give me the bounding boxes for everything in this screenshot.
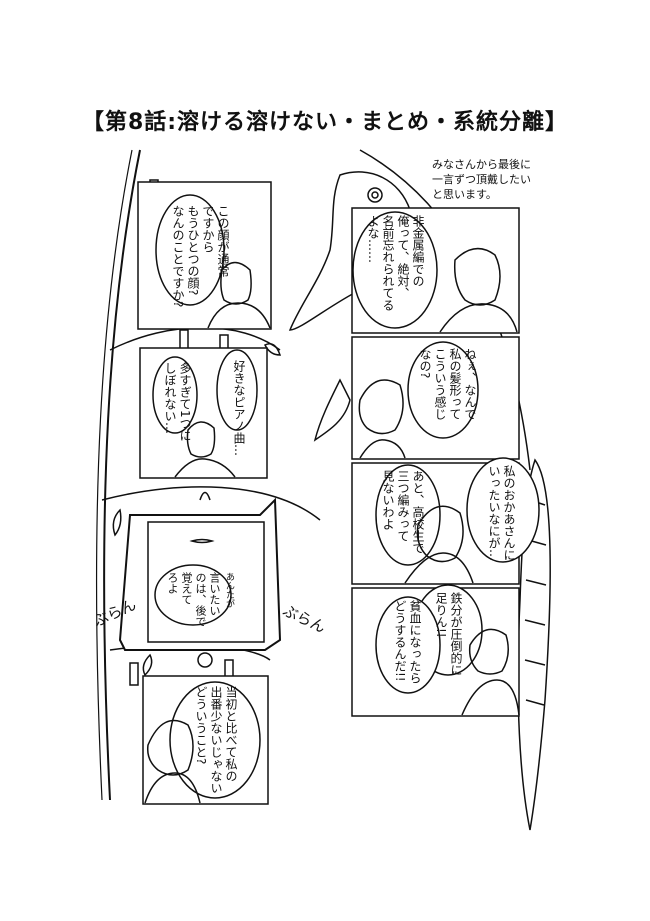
speech-line: 言いたい [208, 572, 221, 616]
frame-hanging-string [199, 491, 211, 501]
character-figure [186, 421, 216, 458]
bamboo-stalk [103, 149, 141, 801]
speech-line: ですから [201, 205, 215, 253]
speech-line: 私のおかあさんに [502, 465, 516, 561]
speech-line: あんたが [224, 572, 234, 608]
koinobori-carp [288, 171, 414, 331]
tanzaku-strip [179, 329, 189, 351]
speech-line: 私の髪形って [448, 348, 462, 420]
speech-text: ねぇ、なんで 私の髪形って こういう感じ なの? [417, 348, 477, 434]
speech-line: 名前忘れられてる [381, 215, 395, 311]
speech-line: 非金属編での [411, 215, 425, 287]
speech-line: こういう感じ [433, 348, 447, 420]
bamboo-branch [109, 326, 281, 351]
koinobori-eye [367, 187, 383, 203]
speech-text: あんたが [223, 572, 234, 608]
speech-bubble [154, 564, 232, 626]
author-note-line: 一言ずつ頂戴したい [432, 173, 531, 186]
author-note-line: と思います。 [432, 188, 497, 201]
speech-line: もうひとつの顔? [186, 205, 200, 296]
bamboo-leaf [142, 653, 153, 677]
speech-bubble [216, 349, 258, 431]
speech-bubble [152, 356, 198, 434]
speech-bubble [169, 681, 261, 799]
speech-line: 俺って、絶対、 [396, 215, 410, 299]
character-figure [468, 628, 509, 675]
speech-line: どういうこと? [194, 686, 208, 765]
speech-line: なの? [418, 348, 432, 379]
speech-line: のは、後で [194, 572, 207, 627]
speech-line: 三つ編みって [396, 470, 410, 542]
speech-text: 非金属編での 俺って、絶対、 名前忘れられてる よな…… [365, 215, 425, 327]
author-note: みなさんから最後に 一言ずつ頂戴したい と思います。 [432, 157, 572, 202]
speech-text: あと、高校生で 三つ編みって 見ないわよ [380, 470, 425, 565]
speech-line: 足りん!! [434, 592, 448, 638]
speech-text: 多すぎて1つに しぼれない… [162, 362, 192, 442]
tanzaku-strip [129, 662, 139, 686]
speech-bubble [375, 464, 441, 566]
speech-line: あと、高校生で [411, 470, 425, 554]
speech-text: 私のおかあさんに いったいなにが… [486, 465, 516, 570]
character-figure [358, 379, 404, 435]
bamboo-leaf [263, 343, 282, 356]
teru-teru-bozu [197, 652, 213, 668]
speech-line: 見ないわよ [381, 470, 395, 530]
speech-text: 言いたい のは、後で 覚えて ろよ [165, 572, 221, 627]
speech-text: 好きなピアノ曲… [231, 360, 246, 456]
speech-text: 鉄分が圧倒的に 足りん!! [433, 592, 463, 682]
speech-line: どうするんだ!! [393, 600, 407, 682]
speech-bubble [375, 596, 441, 694]
page-title: 【第8話:溶ける溶けない・まとめ・系統分離】 [81, 110, 569, 135]
bamboo-leaf [112, 508, 122, 537]
bamboo-stalk [95, 149, 133, 801]
character-figure [453, 247, 501, 306]
speech-line: 出番少ないじゃない [209, 686, 223, 794]
speech-bubble [466, 457, 540, 563]
speech-text: この顔が通常 ですから もうひとつの顔? なんのことですか? [170, 205, 230, 315]
koinobori-carp [313, 378, 351, 442]
koinobori-windsock [517, 458, 551, 831]
speech-line: この顔が通常 [216, 205, 230, 277]
speech-text: 当初と比べて私の 出番少ないじゃない どういうこと? [193, 686, 238, 806]
speech-line: いったいなにが… [487, 465, 501, 561]
speech-line: ろよ [166, 572, 179, 594]
speech-text: 貧血になったら どうするんだ!! [392, 600, 422, 695]
speech-line: よな…… [366, 215, 380, 263]
speech-line: 好きなピアノ曲… [232, 360, 246, 456]
author-note-line: みなさんから最後に [432, 158, 531, 171]
speech-line: ねぇ、なんで [463, 348, 477, 420]
character-figure [146, 719, 194, 776]
speech-line: しぼれない… [163, 362, 177, 434]
speech-line: 多すぎて1つに [178, 362, 192, 442]
speech-line: 当初と比べて私の [224, 686, 238, 782]
bamboo-branch [101, 486, 321, 521]
character-figure [220, 261, 252, 305]
character-figure [416, 505, 464, 563]
speech-bubble [407, 341, 479, 439]
speech-bubble [155, 194, 225, 306]
speech-line: 貧血になったら [408, 600, 422, 684]
speech-line: なんのことですか? [171, 205, 185, 308]
speech-bubble [352, 211, 438, 329]
speech-line: 覚えて [180, 572, 193, 605]
speech-line: 鉄分が圧倒的に [449, 592, 463, 676]
